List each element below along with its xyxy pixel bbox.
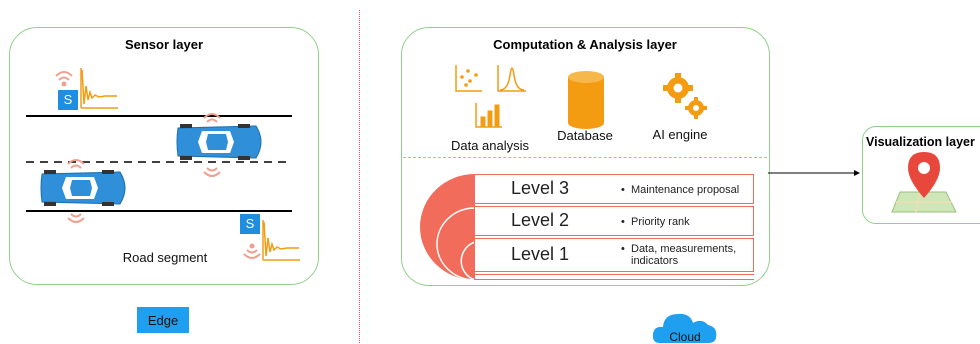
road-diagram [26,68,300,261]
wireless-signal-icon [203,113,221,177]
computation-layer-title: Computation & Analysis layer [493,37,677,52]
database-label: Database [557,128,613,143]
level-name: Level 1 [511,244,570,264]
level-description: Priority rank [631,216,690,228]
vibration-signal-icon [80,68,118,109]
bar-chart-icon [475,103,502,128]
visualization-layer-title: Visualization layer [866,135,975,149]
analysis-icons [455,65,707,129]
connector-arrow [768,170,860,176]
level-name: Level 3 [511,178,570,198]
distribution-curve-icon [497,65,526,92]
level-name: Level 2 [511,210,570,230]
level-3-row: Level 3 • Maintenance proposal [474,174,754,204]
sensor-badge: S [58,90,78,110]
level-2-row: Level 2 • Priority rank [474,206,754,236]
section-divider [403,157,767,158]
database-icon [568,71,604,129]
edge-label: Edge [147,313,179,328]
wireless-signal-icon [67,159,85,223]
levels-semicircle-diagram [420,174,476,280]
car-icon [176,124,262,160]
data-analysis-label: Data analysis [450,138,530,153]
level-description: Maintenance proposal [631,184,740,196]
scatter-plot-icon [455,65,482,92]
vibration-signal-icon [262,220,300,261]
cloud-icon [652,313,717,343]
edge-badge [137,307,189,333]
level-1-row: Level 1 • Data, measurements, indicators [474,238,754,272]
wireless-signal-icon [55,71,73,87]
car-icon [40,170,126,206]
sensor-layer-title: Sensor layer [124,37,204,52]
wireless-signal-icon [243,243,261,259]
level-bullet: • [621,243,625,255]
level-base-line [474,279,754,280]
cloud-label: Cloud [669,330,701,344]
ai-engine-label: AI engine [652,127,708,142]
gears-icon [663,73,707,119]
road-segment-label: Road segment [122,250,208,265]
level-description: Data, measurements, indicators [631,243,737,267]
edge-cloud-divider [359,10,360,343]
level-bullet: • [621,216,625,228]
level-base-line [474,274,754,275]
level-bullet: • [621,184,625,196]
sensor-badge: S [240,214,260,234]
map-pin-icon [891,152,957,213]
